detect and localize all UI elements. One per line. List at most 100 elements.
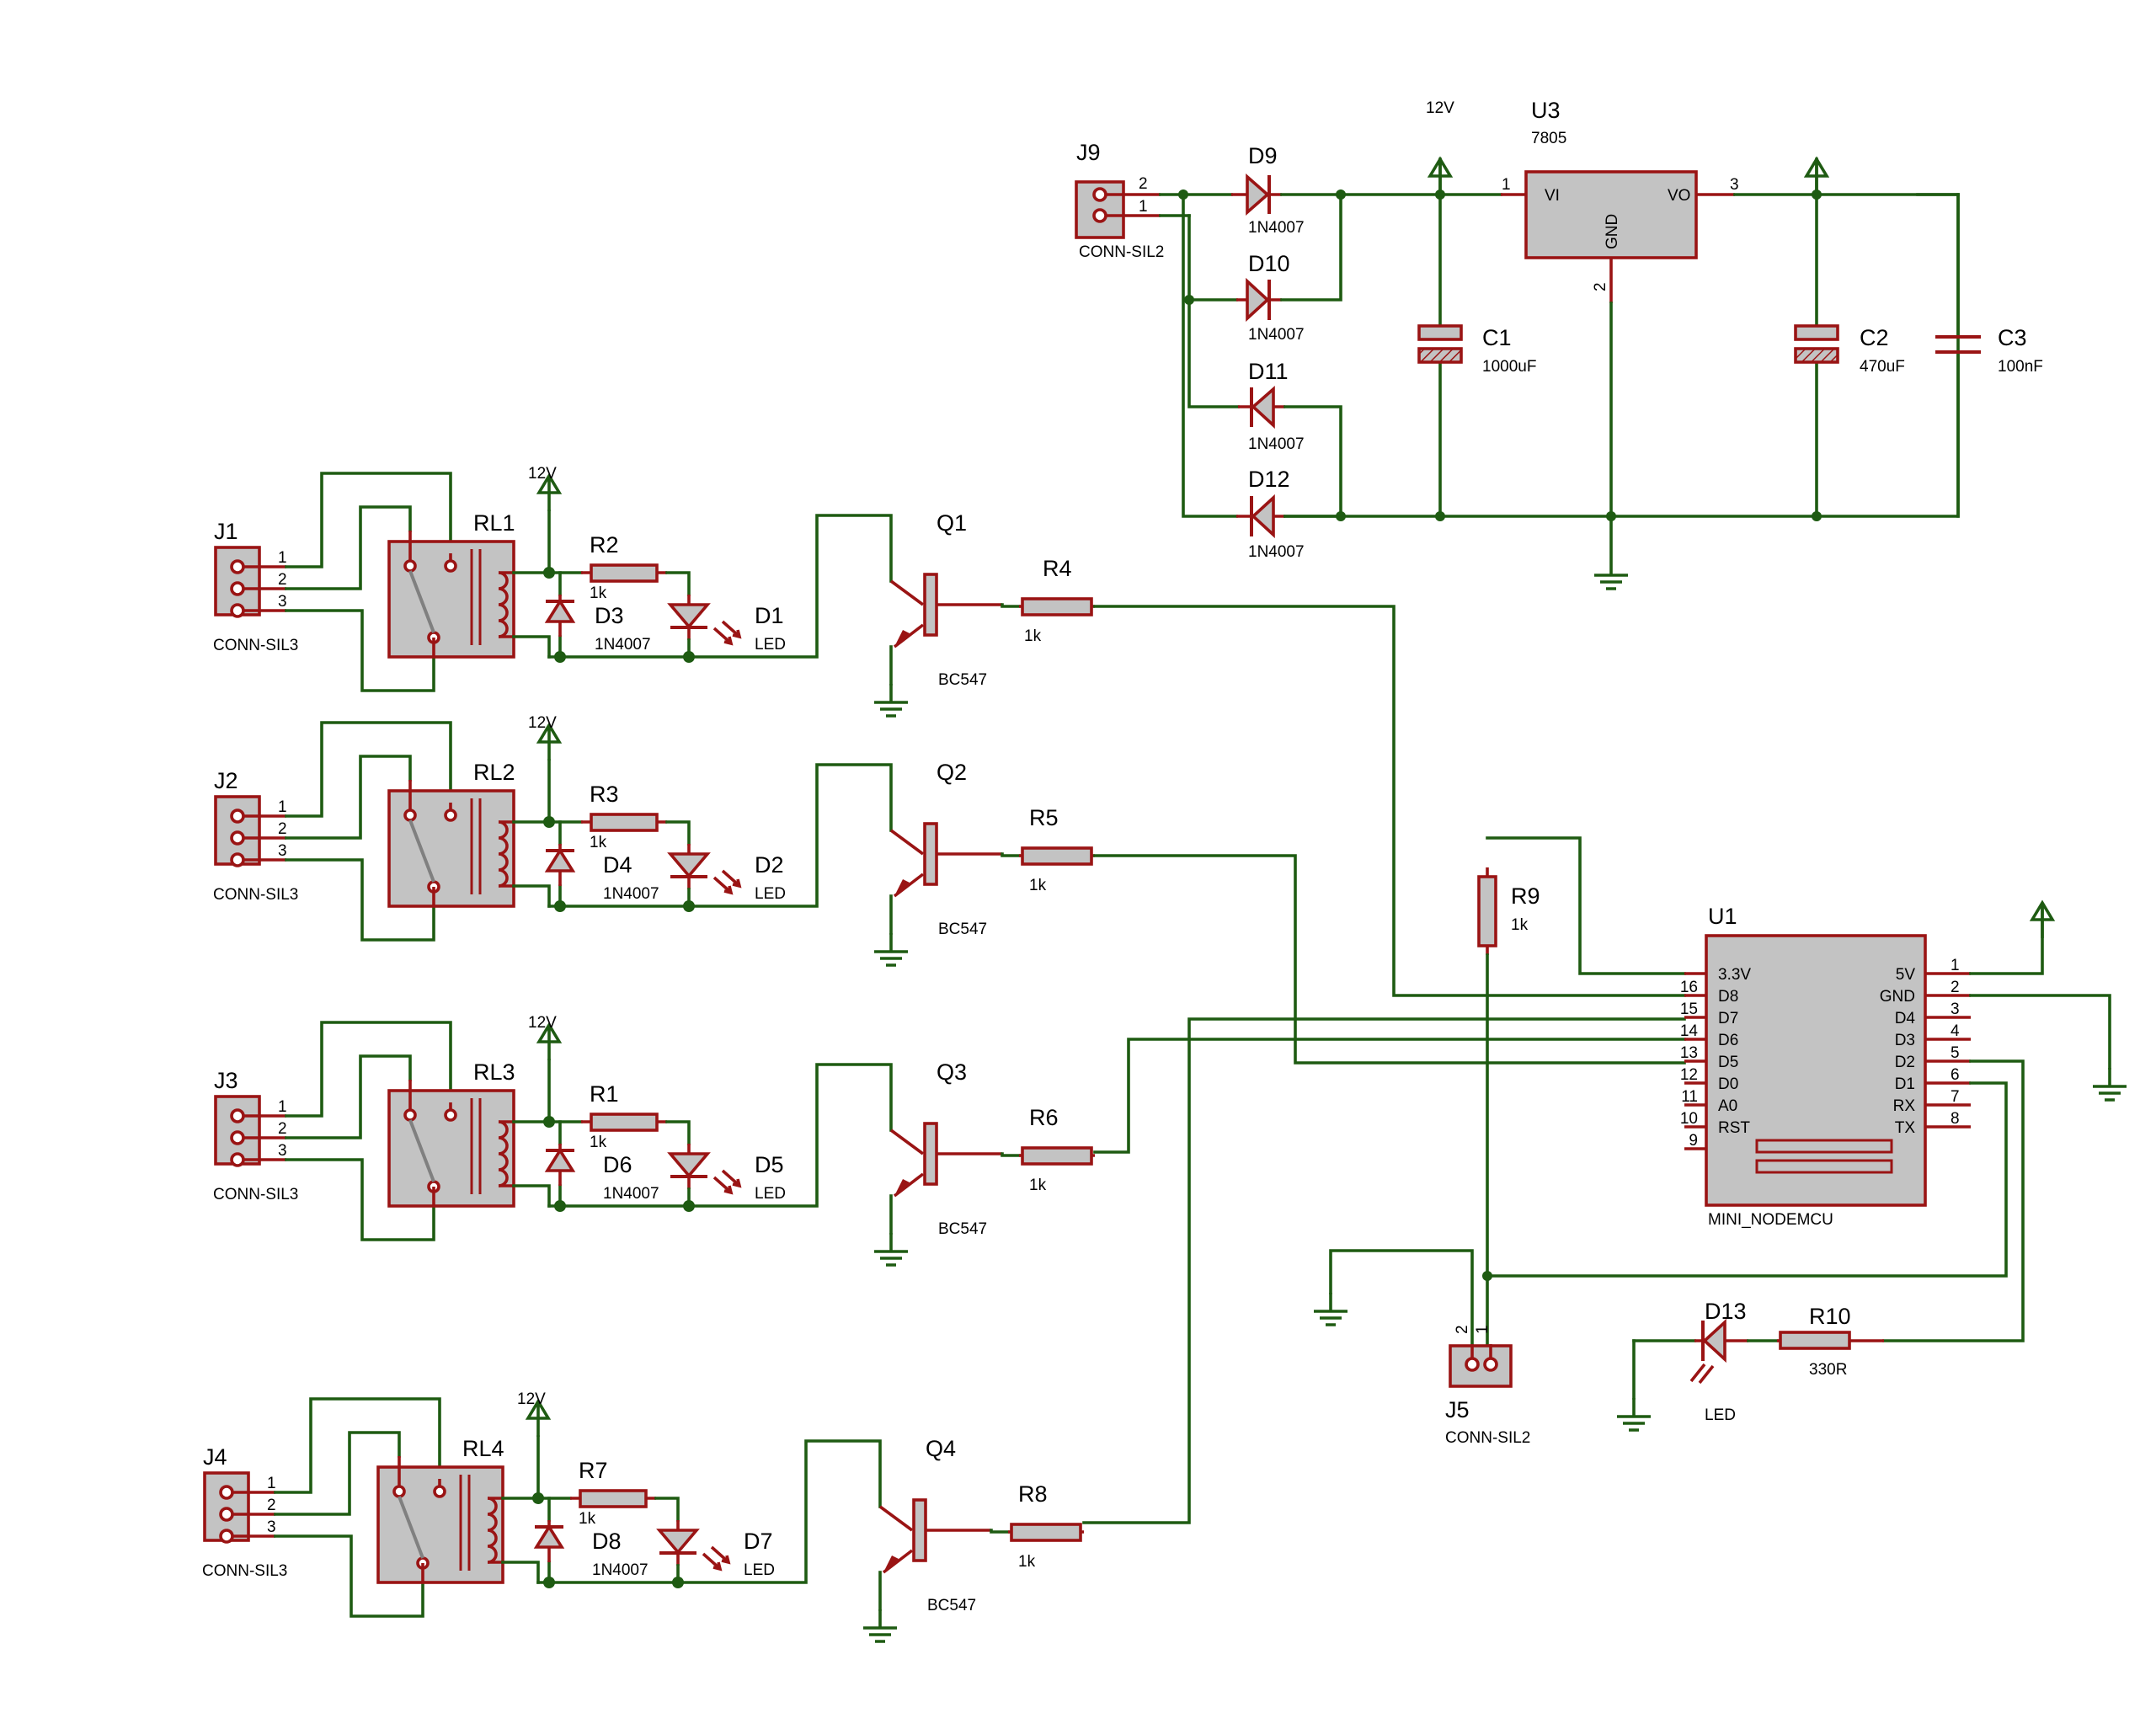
j3-pin3: 3 [278,1142,287,1160]
d12-value: 1N4007 [1248,543,1305,561]
u1-ref: U1 [1708,904,1737,929]
rl1-ref: RL1 [473,510,515,536]
mcu-pin-name-d6: D6 [1718,1032,1738,1049]
d10-value: 1N4007 [1248,326,1305,344]
d1-ref: D1 [755,603,784,628]
mcu-pin-name-d2: D2 [1895,1054,1915,1071]
r6-ref: R6 [1029,1105,1059,1130]
mcu-pin-name-d1: D1 [1895,1075,1915,1093]
mcu-pin-name-d4: D4 [1895,1010,1916,1027]
mcu-pin-number-11: 11 [1681,1088,1698,1106]
j4-pin1: 1 [267,1475,276,1492]
r7-ref: R7 [579,1458,608,1483]
q2-ref: Q2 [937,760,967,785]
d6-ref: D6 [603,1152,632,1177]
j2-ref: J2 [214,768,238,793]
j9-pin1: 1 [1139,198,1148,216]
j9-pin2: 2 [1139,175,1148,193]
q4-ref: Q4 [926,1436,956,1461]
d2-value: LED [755,885,786,903]
power-supply-section [1075,157,1981,590]
d13-ref: D13 [1705,1299,1747,1324]
reset-section [1312,867,1513,1388]
r9-ref: R9 [1511,883,1540,909]
d5-ref: D5 [755,1152,784,1177]
mcu-pin-number-15: 15 [1680,1001,1698,1018]
mcu-pin-name-d7: D7 [1718,1010,1738,1027]
mcu-signal-wires [1082,605,1686,1524]
r8-ref: R8 [1018,1481,1048,1507]
j4-pin2: 2 [267,1497,276,1514]
mcu-pin-name-rx: RX [1893,1097,1916,1115]
r10-ref: R10 [1809,1304,1851,1329]
j2-value: CONN-SIL3 [213,886,298,904]
nodemcu-module [1684,934,1971,1207]
q1-ref: Q1 [937,510,967,536]
d3-ref: D3 [595,603,624,628]
u3-pin3: 3 [1730,176,1739,194]
j2-pin1: 1 [278,798,287,816]
v12-label-4: 12V [517,1390,546,1408]
j3-pin2: 2 [278,1120,287,1138]
r9-value: 1k [1511,916,1529,934]
d13-value: LED [1705,1406,1736,1424]
r1-value: 1k [590,1134,607,1151]
mcu-pin-number-6: 6 [1951,1066,1960,1084]
j5-ref: J5 [1445,1397,1470,1422]
c1-value: 1000uF [1482,358,1536,376]
mcu-pin-number-2: 2 [1951,979,1960,996]
d11-ref: D11 [1248,359,1289,384]
q1-value: BC547 [938,671,987,689]
mcu-pin-number-14: 14 [1680,1022,1699,1040]
d4-value: 1N4007 [603,885,659,903]
mcu-pin-name-d8: D8 [1718,988,1738,1006]
r7-value: 1k [579,1510,596,1528]
channel-4-labels: J4 CONN-SIL3 1 2 3 RL4 12V R7 1k D8 1N40… [202,1390,1048,1614]
u3-vi: VI [1545,187,1560,205]
mcu-pin-number-16: 16 [1680,979,1698,996]
j5-pin2: 2 [1454,1325,1471,1334]
u1-value: MINI_NODEMCU [1708,1211,1833,1229]
r6-value: 1k [1029,1177,1047,1194]
j3-pin1: 1 [278,1098,287,1116]
mcu-pin-name-d5: D5 [1718,1054,1738,1071]
q4-value: BC547 [927,1597,976,1614]
r10-value: 330R [1809,1361,1847,1379]
r2-ref: R2 [590,532,619,558]
r3-ref: R3 [590,782,619,807]
j1-value: CONN-SIL3 [213,637,298,654]
q3-ref: Q3 [937,1059,967,1085]
r2-value: 1k [590,584,607,602]
j9-ref: J9 [1076,140,1101,165]
mcu-right-wiring [1488,901,2128,1342]
rl2-ref: RL2 [473,760,515,785]
j1-pin2: 2 [278,571,287,589]
mcu-pin-name-d3: D3 [1895,1032,1915,1049]
d4-ref: D4 [603,852,632,878]
mcu-pin-number-7: 7 [1951,1088,1960,1106]
rl3-ref: RL3 [473,1059,515,1085]
mcu-pin-number-10: 10 [1680,1110,1698,1128]
c3-value: 100nF [1998,358,2043,376]
r5-ref: R5 [1029,805,1059,830]
u3-ref: U3 [1531,98,1561,123]
mcu-pin-name-tx: TX [1895,1119,1916,1137]
mcu-pin-name-rst: RST [1718,1119,1750,1137]
mcu-pin-name-a0: A0 [1718,1097,1737,1115]
j2-pin3: 3 [278,842,287,860]
q3-value: BC547 [938,1220,987,1238]
v12-label-2: 12V [528,714,557,732]
r8-value: 1k [1018,1553,1036,1571]
mcu-pin-name-5v: 5V [1896,966,1916,984]
mcu-pin-name-gnd: GND [1880,988,1915,1006]
j2-pin2: 2 [278,820,287,838]
c3-ref: C3 [1998,325,2027,350]
rl4-ref: RL4 [462,1436,504,1461]
d11-value: 1N4007 [1248,435,1305,453]
v12-label-3: 12V [528,1014,557,1032]
d3-value: 1N4007 [595,636,651,654]
j4-ref: J4 [203,1444,227,1470]
